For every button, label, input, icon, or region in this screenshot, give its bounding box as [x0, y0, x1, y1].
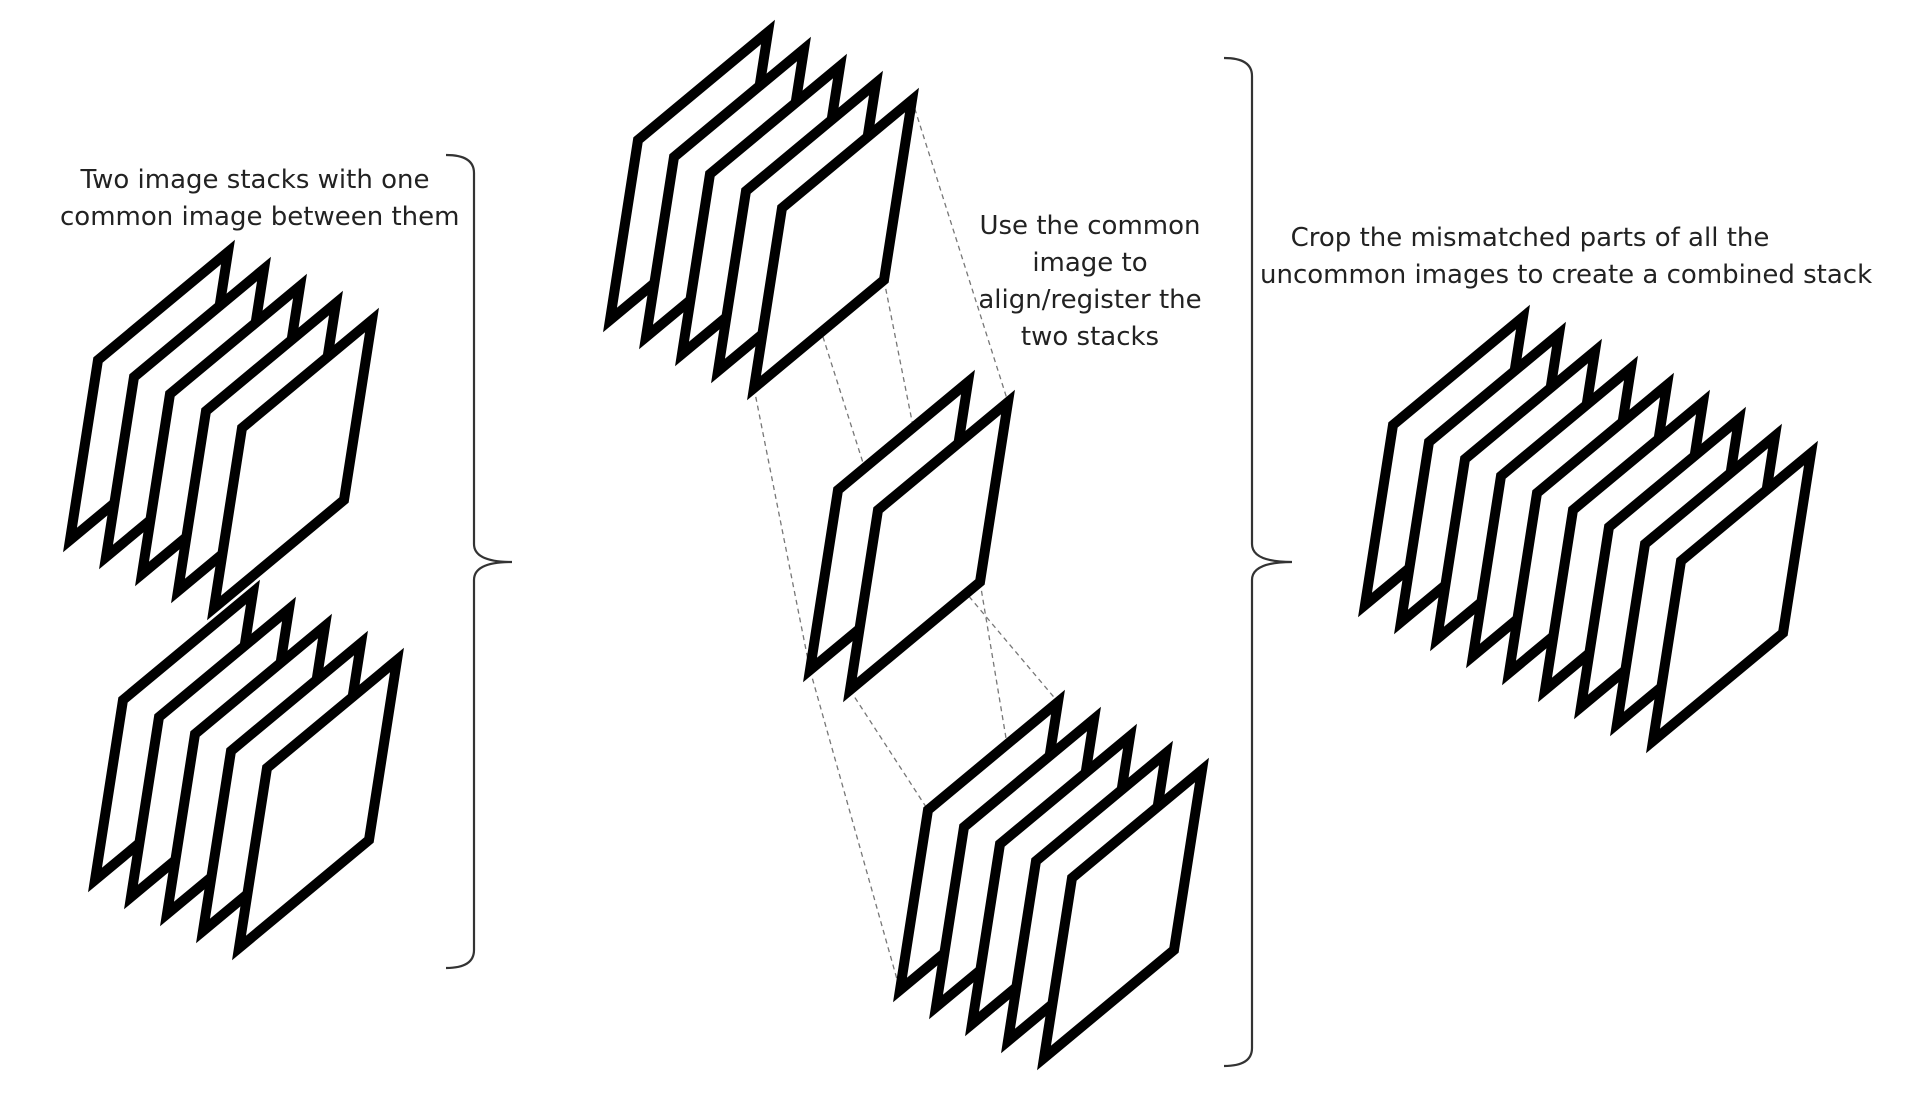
align-step-caption-line-3: align/register the: [978, 285, 1202, 315]
guide-line-top-3: [911, 99, 1009, 403]
left-group-brace: [445, 153, 513, 970]
middle-group-brace: [1223, 56, 1293, 1068]
two-stacks-caption-line-1: Two image stacks with one: [80, 165, 430, 195]
middle-top-stack-frame-5: [747, 87, 919, 401]
guide-line-top-4: [883, 279, 941, 563]
middle-bottom-stack-frame-5: [1037, 757, 1209, 1071]
crop-step-caption-line-2: uncommon images to create a combined sta…: [1260, 260, 1873, 290]
guide-line-bottom-2: [849, 689, 929, 811]
guide-line-top-1: [753, 387, 811, 671]
align-step-caption-line-1: Use the common: [979, 211, 1201, 241]
align-step-caption-line-4: two stacks: [1020, 322, 1160, 352]
align-step-caption-line-2: image to: [1032, 248, 1148, 278]
two-stacks-caption: Two image stacks with one common image b…: [60, 162, 460, 236]
guide-line-bottom-1: [809, 669, 901, 991]
guide-line-top-2: [781, 207, 879, 511]
crop-step-caption-line-1: Crop the mismatched parts of all the: [1290, 223, 1770, 253]
grouping-brackets: [445, 56, 1293, 1068]
left-bottom-stack-frame-5: [232, 647, 404, 961]
crop-step-caption: Crop the mismatched parts of all the unc…: [1260, 220, 1873, 294]
two-stacks-caption-line-2: common image between them: [60, 202, 460, 232]
common-image-front-frame: [843, 389, 1015, 703]
left-top-stack-frame-5: [207, 307, 379, 621]
align-step-caption: Use the common image to align/register t…: [960, 208, 1220, 356]
combined-stack-frame-9: [1646, 440, 1818, 754]
image-frames: [63, 19, 1818, 1071]
